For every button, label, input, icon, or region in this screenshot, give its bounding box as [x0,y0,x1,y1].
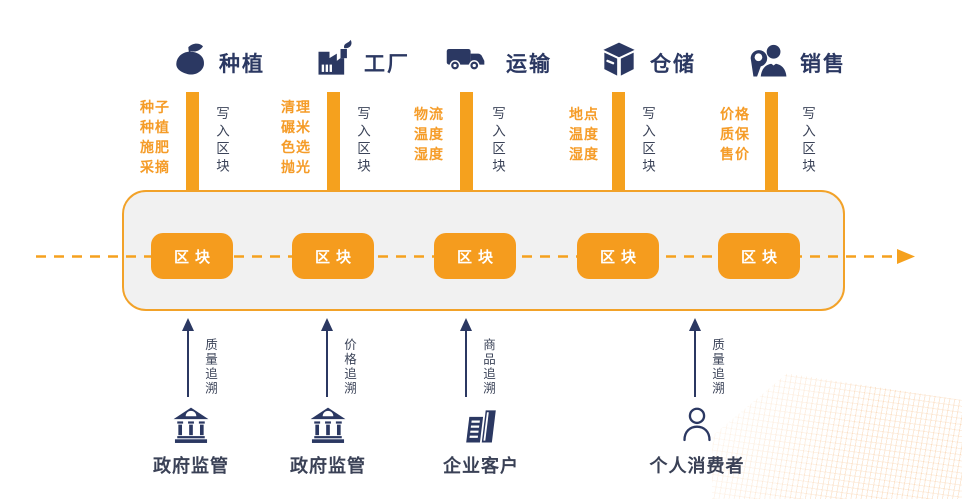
station-inputs: 种子种植 施肥采摘 [140,99,170,175]
write-arrow-label: 写入区块 [640,106,655,176]
write-arrow [765,92,778,197]
station-label: 种植 [219,53,265,76]
block-node: 区块 [577,233,659,279]
write-arrow [612,92,625,197]
trace-arrow [465,330,467,397]
trace-arrow [326,330,328,397]
trace-label: 质量追溯 [710,338,724,396]
trace-label: 价格追溯 [342,338,356,396]
block-node: 区块 [292,233,374,279]
write-arrow-label: 写入区块 [355,106,370,176]
trace-arrow [187,330,189,397]
station-label: 仓储 [650,53,696,76]
person-icon [677,404,717,446]
seed-icon [170,38,214,82]
station-inputs: 地点温度 湿度 [569,106,599,162]
station-inputs: 价格质保 售价 [720,106,750,162]
write-arrow-label: 写入区块 [214,106,229,176]
block-node: 区块 [718,233,800,279]
government-icon [169,404,213,448]
sales-icon [747,38,791,82]
trace-label: 质量追溯 [203,338,217,396]
company-icon [459,404,503,448]
trace-arrow [694,330,696,397]
trace-arrow-head [321,318,333,331]
station-label: 销售 [800,53,846,76]
write-arrow [460,92,473,197]
block-node: 区块 [434,233,516,279]
station-label: 运输 [506,53,552,76]
trace-label: 商品追溯 [481,338,495,396]
trace-arrow-head [460,318,472,331]
write-arrow-label: 写入区块 [800,106,815,176]
factory-icon [313,38,357,82]
entity-label: 个人消费者 [649,456,745,476]
write-arrow [186,92,199,197]
station-inputs: 物流温度 湿度 [414,106,444,162]
block-node: 区块 [151,233,233,279]
station-label: 工厂 [364,53,410,76]
government-icon [306,404,350,448]
warehouse-icon [597,38,641,82]
trace-arrow-head [182,318,194,331]
write-arrow-label: 写入区块 [490,106,505,176]
write-arrow [327,92,340,197]
truck-icon [444,38,488,82]
station-inputs: 清理碾米 色选抛光 [281,99,311,175]
entity-label: 企业客户 [443,456,519,476]
entity-label: 政府监管 [153,456,229,476]
trace-arrow-head [689,318,701,331]
entity-label: 政府监管 [290,456,366,476]
